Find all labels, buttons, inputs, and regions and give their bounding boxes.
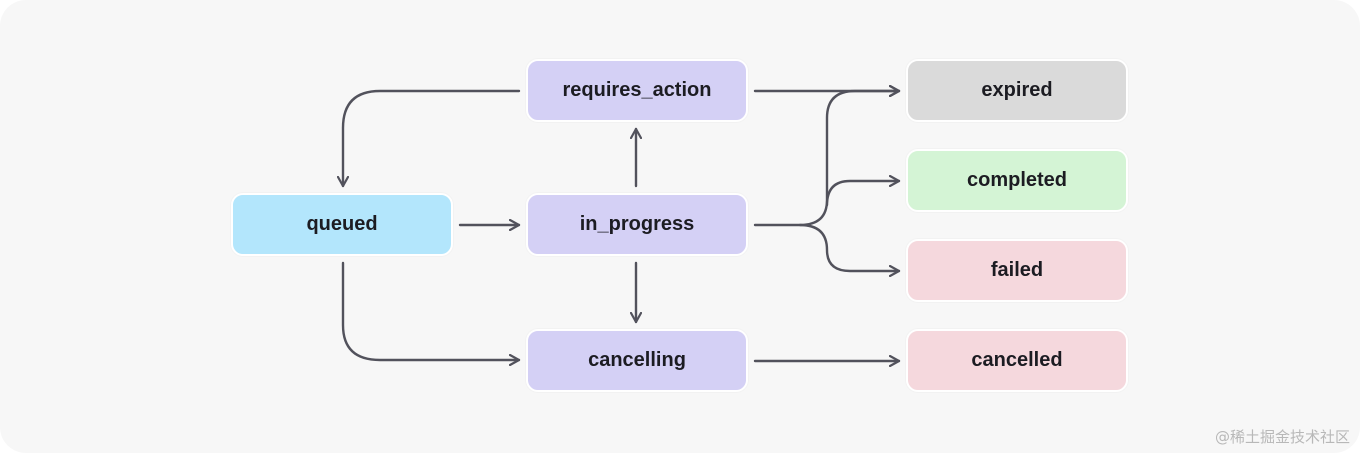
edge-requires_action-to-queued: [343, 89, 521, 188]
edge-in_progress-to-completed: [825, 181, 901, 207]
edge-queued-to-cancelling: [341, 261, 521, 360]
node-completed: completed: [906, 149, 1128, 212]
node-requires_action: requires_action: [526, 59, 748, 122]
node-expired: expired: [906, 59, 1128, 122]
node-failed: failed: [906, 239, 1128, 302]
watermark: @稀土掘金技术社区: [1214, 428, 1350, 446]
node-queued: queued: [231, 193, 453, 256]
node-cancelling: cancelling: [526, 329, 748, 392]
edge-in_progress-to-failed: [798, 223, 901, 271]
node-in_progress: in_progress: [526, 193, 748, 256]
node-cancelled: cancelled: [906, 329, 1128, 392]
edge-in_progress-to-expired: [753, 91, 901, 227]
